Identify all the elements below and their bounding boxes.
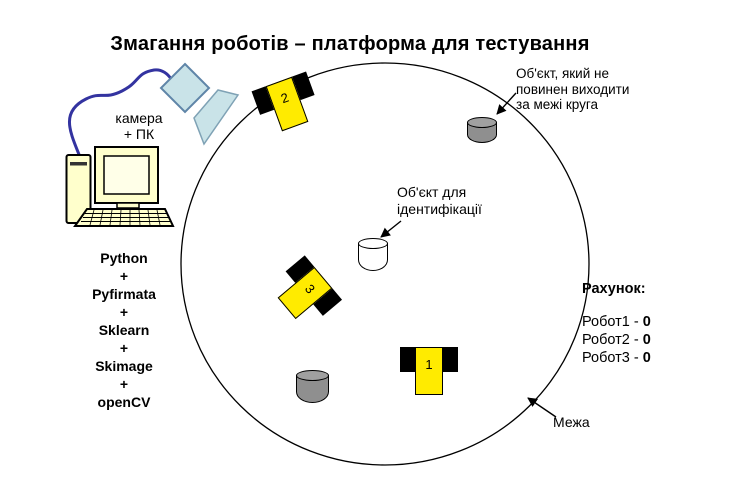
score-row: Робот3 - 0 bbox=[582, 349, 651, 367]
score-robot-label: Робот1 - bbox=[582, 314, 639, 330]
camera-pc-label: камера + ПК bbox=[100, 110, 178, 142]
score-row: Робот2 - 0 bbox=[582, 331, 651, 349]
label-line: ідентифікації bbox=[397, 201, 482, 217]
robot-wheel-right bbox=[443, 347, 458, 372]
plus-separator: + bbox=[119, 268, 129, 284]
score-robot-label: Робот2 - bbox=[582, 332, 639, 348]
camera-pc-label-line1: камера bbox=[115, 110, 163, 126]
plus-separator: + bbox=[119, 304, 129, 320]
cylinder-top bbox=[296, 370, 329, 381]
object-cylinder-gray-top bbox=[467, 117, 497, 143]
software-stack: Python + Pyfirmata + Sklearn + Skimage +… bbox=[70, 249, 178, 411]
object-cylinder-gray-bottom bbox=[296, 370, 329, 403]
robot-number: 2 bbox=[278, 89, 291, 107]
label-line: за межі круга bbox=[516, 97, 599, 112]
robot-1: 1 bbox=[400, 347, 458, 395]
cylinder-top bbox=[467, 117, 497, 128]
cylinder-top bbox=[358, 238, 388, 249]
object-keep-inside-label: Об'єкт, який не повинен виходити за межі… bbox=[516, 66, 658, 113]
camera-bracket bbox=[193, 89, 240, 146]
monitor-stand bbox=[116, 202, 140, 209]
camera-pc-label-line2: + ПК bbox=[123, 126, 155, 142]
robot-wheel-left bbox=[400, 347, 415, 372]
score-robot-value: 0 bbox=[642, 332, 651, 348]
label-line: повинен виходити bbox=[516, 81, 630, 97]
robot-number: 1 bbox=[425, 357, 433, 372]
pc-tower-slot bbox=[70, 162, 87, 166]
boundary-label: Межа bbox=[553, 414, 590, 430]
score-robot-label: Робот3 - bbox=[582, 350, 639, 366]
software-stack-line: Skimage bbox=[95, 358, 153, 374]
camera-cable bbox=[68, 68, 173, 159]
computer-icon bbox=[65, 146, 175, 227]
object-identify-label: Об'єкт для ідентифікації bbox=[397, 184, 509, 218]
software-stack-line: Sklearn bbox=[98, 322, 150, 338]
software-stack-line: Pyfirmata bbox=[92, 286, 156, 302]
arrow-to-gray-object bbox=[496, 92, 517, 115]
score-row: Робот1 - 0 bbox=[582, 313, 651, 331]
slide-title: Змагання роботів – платформа для тестува… bbox=[110, 33, 590, 55]
plus-separator: + bbox=[119, 340, 129, 356]
plus-separator: + bbox=[119, 376, 129, 392]
score-list: Робот1 - 0 Робот2 - 0 Робот3 - 0 bbox=[582, 313, 651, 367]
score-heading: Рахунок: bbox=[582, 281, 646, 297]
robot-body: 1 bbox=[415, 347, 443, 395]
arrow-to-boundary bbox=[527, 397, 557, 418]
keyboard bbox=[73, 208, 175, 227]
monitor-screen bbox=[103, 155, 150, 195]
label-line: Об'єкт, який не bbox=[516, 66, 609, 81]
score-robot-value: 0 bbox=[642, 350, 651, 366]
software-stack-line: Python bbox=[100, 250, 148, 266]
software-stack-line: openCV bbox=[97, 394, 151, 410]
label-line: Об'єкт для bbox=[397, 184, 467, 200]
arrow-to-identify-object bbox=[380, 220, 402, 238]
object-cylinder-white bbox=[358, 238, 388, 271]
camera-body bbox=[159, 62, 211, 114]
camera-icon bbox=[159, 62, 240, 146]
score-robot-value: 0 bbox=[642, 314, 651, 330]
